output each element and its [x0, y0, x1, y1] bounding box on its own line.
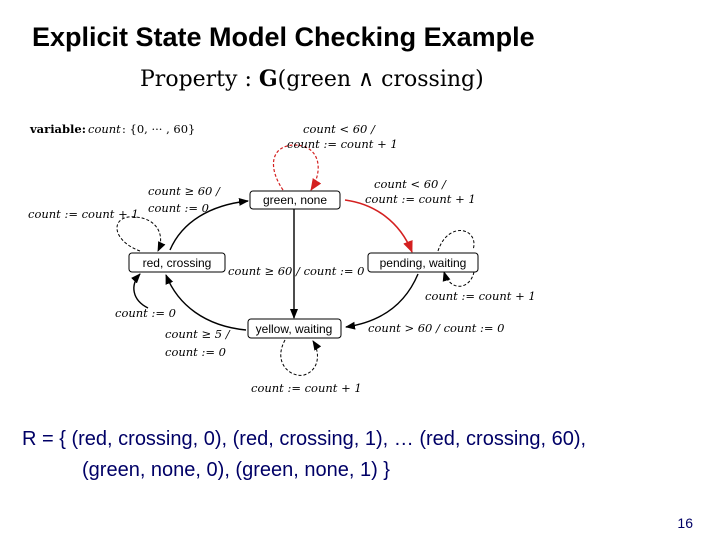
property-expression: (green ∧ crossing) [277, 67, 484, 92]
edge-yellow-to-red [165, 274, 247, 331]
label-green-to-pending-guard: count < 60 / [374, 177, 447, 191]
loop-pending-waiting-bottom [442, 271, 475, 287]
initial-transition-arrow [130, 273, 149, 309]
label-green-to-yellow: count ≥ 60 / count := 0 [228, 264, 365, 278]
label-green-loop-guard: count < 60 / [303, 122, 376, 136]
page-number: 16 [677, 515, 693, 531]
label-yellow-to-red-action: count := 0 [165, 345, 226, 359]
variable-name: count [88, 122, 121, 136]
label-green-loop-action: count := count + 1 [287, 137, 398, 151]
state-green-none-label: green, none [263, 193, 327, 207]
label-pending-loop-action: count := count + 1 [425, 289, 536, 303]
reachable-line-2: (green, none, 0), (green, none, 1) } [82, 459, 390, 481]
state-green-none: green, none [249, 190, 341, 210]
state-yellow-waiting: yellow, waiting [247, 318, 342, 339]
property-operator: G [258, 66, 278, 92]
edge-red-to-green [169, 197, 249, 251]
label-pending-to-yellow: count > 60 / count := 0 [368, 321, 505, 335]
loop-yellow-waiting [280, 339, 322, 376]
label-yellow-to-red-guard: count ≥ 5 / [165, 327, 231, 341]
reachable-line-1: R = { (red, crossing, 0), (red, crossing… [22, 428, 587, 450]
reachable-states-set: R = { (red, crossing, 0), (red, crossing… [22, 424, 586, 486]
state-red-crossing-label: red, crossing [143, 256, 212, 270]
property-sep: : [244, 67, 252, 92]
state-red-crossing: red, crossing [128, 252, 226, 273]
label-red-loop-action: count := count + 1 [28, 207, 139, 221]
state-yellow-waiting-label: yellow, waiting [256, 322, 333, 336]
state-machine-diagram: variable: count : {0, ··· , 60} count < … [28, 122, 536, 395]
variable-domain: : {0, ··· , 60} [122, 122, 195, 136]
state-pending-waiting-label: pending, waiting [380, 256, 467, 270]
loop-pending-waiting-top [437, 230, 475, 252]
label-red-to-green-guard: count ≥ 60 / [148, 184, 221, 198]
property-label: Property [140, 67, 238, 92]
label-red-to-green-action: count := 0 [148, 201, 209, 215]
loop-red-crossing [116, 216, 166, 252]
slide-title: Explicit State Model Checking Example [32, 22, 535, 52]
state-pending-waiting: pending, waiting [367, 252, 479, 273]
variable-label: variable: [29, 122, 86, 136]
loop-green-none [272, 144, 322, 191]
label-yellow-loop-action: count := count + 1 [251, 381, 362, 395]
edge-green-to-pending [344, 199, 413, 253]
property-formula: Property : G(green ∧ crossing) [140, 66, 484, 92]
label-green-to-pending-action: count := count + 1 [365, 192, 476, 206]
label-init-action: count := 0 [115, 306, 176, 320]
edge-pending-to-yellow [345, 273, 419, 330]
